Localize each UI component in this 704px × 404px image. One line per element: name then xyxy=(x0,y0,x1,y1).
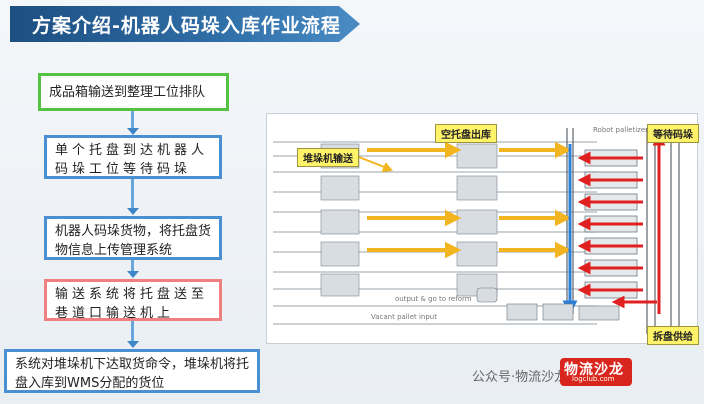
label-empty-pallet-out: 空托盘出库 xyxy=(435,124,497,143)
robot-palletizer-note: Robot palletizer xyxy=(593,126,649,134)
brand-logo: 物流沙龙 logclub.com xyxy=(560,358,632,386)
arrow-down-icon xyxy=(127,128,139,135)
yellow-flow-arrows xyxy=(367,141,572,259)
pallet-column-middle xyxy=(456,143,498,297)
vertical-rails xyxy=(566,128,680,344)
label-depallet-supply: 拆盘供给 xyxy=(647,326,699,345)
arrow-down-icon xyxy=(127,208,139,215)
flow-connector-2 xyxy=(131,179,134,209)
flow-step-1: 成品箱输送到整理工位排队 xyxy=(38,73,229,111)
logo-main-text: 物流沙龙 xyxy=(564,362,624,378)
wechat-account-line: 公众号·物流沙龙 xyxy=(472,370,568,385)
warehouse-layout-diagram: 堆垛机输送 空托盘出库 等待码垛 拆盘供给 Robot palletizer o… xyxy=(266,113,699,345)
label-stacker-transfer: 堆垛机输送 xyxy=(297,148,359,167)
flow-connector-1 xyxy=(131,111,134,129)
flow-connector-3 xyxy=(131,260,134,272)
logo-sub-text: logclub.com xyxy=(572,375,615,383)
flow-step-3: 机器人码垛货物，将托盘货物信息上传管理系统 xyxy=(44,216,222,260)
flow-step-5: 系统对堆垛机下达取货命令，堆垛机将托盘入库到WMS分配的货位 xyxy=(4,349,260,393)
flow-step-2: 单个托盘到达机器人码垛工位等待码垛 xyxy=(44,135,222,179)
arrow-down-icon xyxy=(127,271,139,278)
title-banner: 方案介绍-机器人码垛入库作业流程 xyxy=(10,6,360,42)
output-reform-note: output & go to reform xyxy=(395,295,472,303)
label-waiting-palletize: 等待码垛 xyxy=(647,124,699,143)
arrow-down-icon xyxy=(127,341,139,348)
flow-step-4: 输送系统将托盘送至巷道口输送机上 xyxy=(44,279,222,321)
page-title: 方案介绍-机器人码垛入库作业流程 xyxy=(32,15,341,37)
bottom-equipment xyxy=(476,287,620,321)
flow-connector-4 xyxy=(131,321,134,342)
vacant-pallet-note: Vacant pallet input xyxy=(371,313,437,321)
